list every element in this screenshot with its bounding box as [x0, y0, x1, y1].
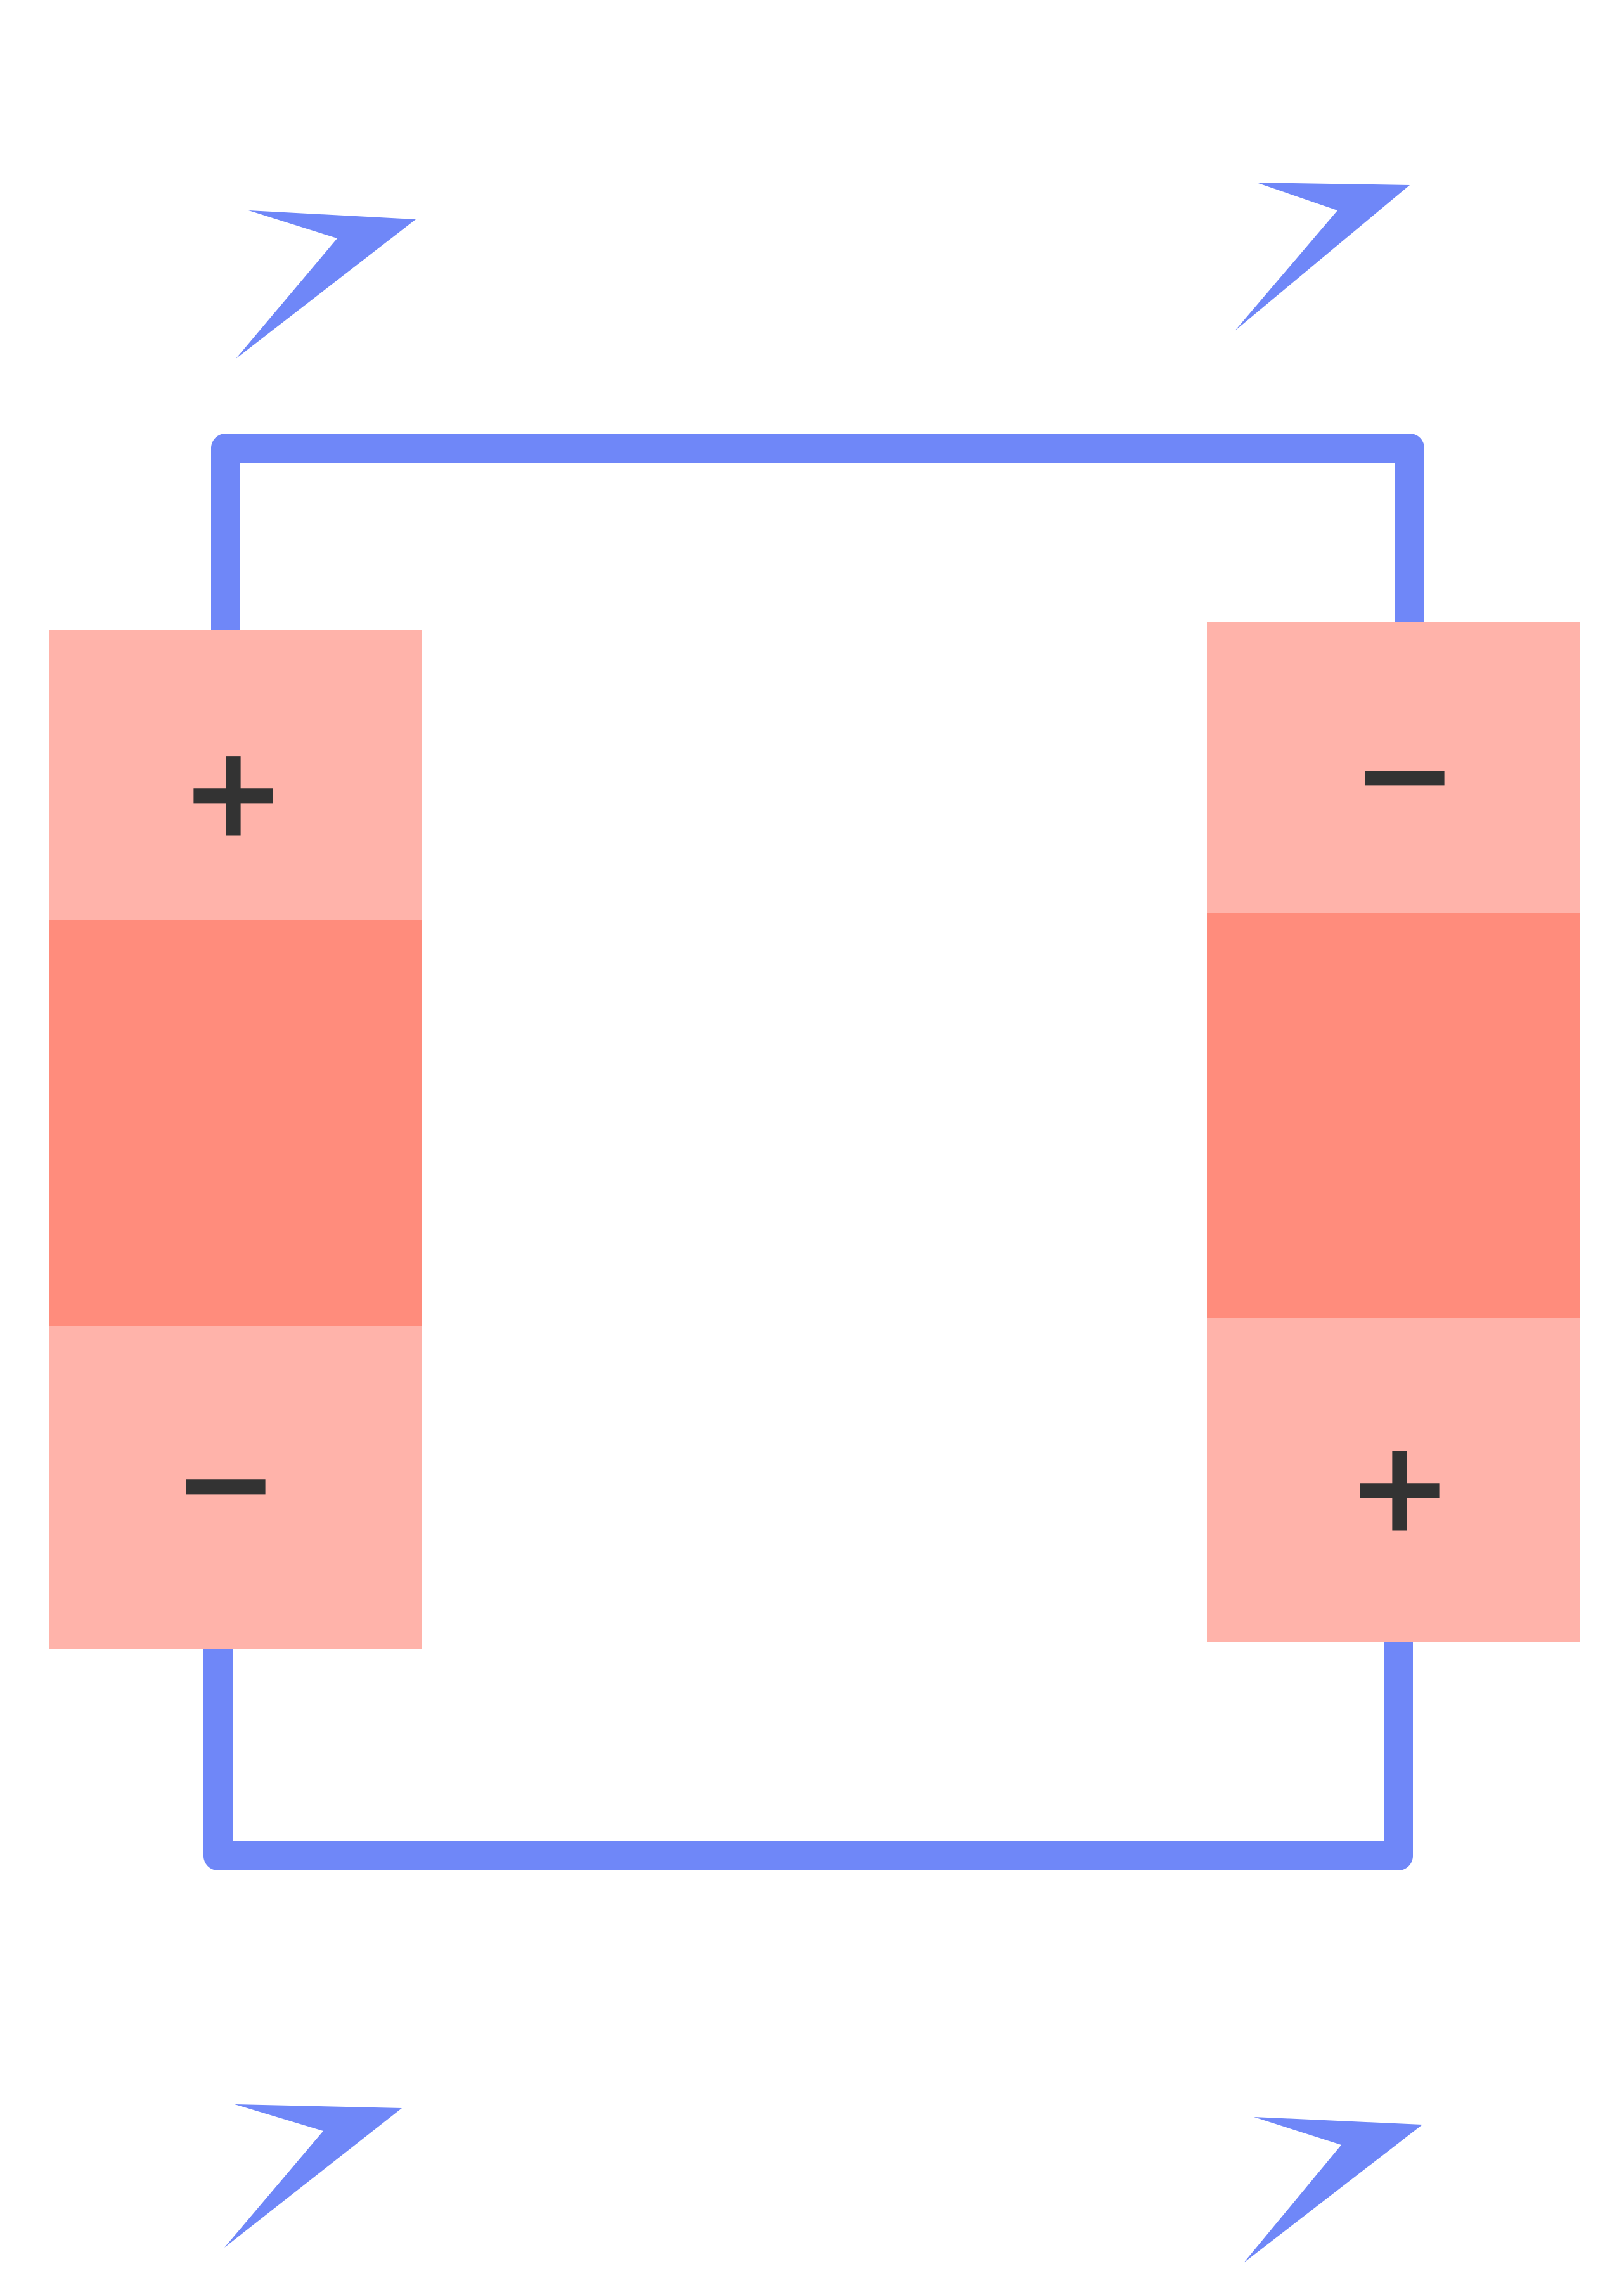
lightning-bolt-icon [1244, 1967, 1422, 2263]
lightning-bolt-icon [1235, 27, 1410, 331]
battery-right-top-terminal [1207, 622, 1580, 913]
battery-left: + − [49, 630, 422, 1649]
battery-right: − + [1207, 622, 1580, 1642]
lightning-bolt-icon [236, 53, 416, 359]
battery-left-bottom-terminal [49, 1326, 422, 1649]
circuit-wire [203, 434, 1424, 1870]
battery-left-bottom-symbol: − [172, 1410, 279, 1557]
battery-right-top-symbol: − [1351, 701, 1458, 849]
battery-right-body [1207, 913, 1580, 1318]
lightning-bolt-icon [224, 1947, 402, 2248]
battery-left-body [49, 920, 422, 1326]
battery-left-top-symbol: + [180, 719, 287, 866]
battery-right-bottom-terminal [1207, 1318, 1580, 1642]
battery-left-top-terminal [49, 630, 422, 920]
battery-right-bottom-symbol: + [1346, 1413, 1453, 1561]
